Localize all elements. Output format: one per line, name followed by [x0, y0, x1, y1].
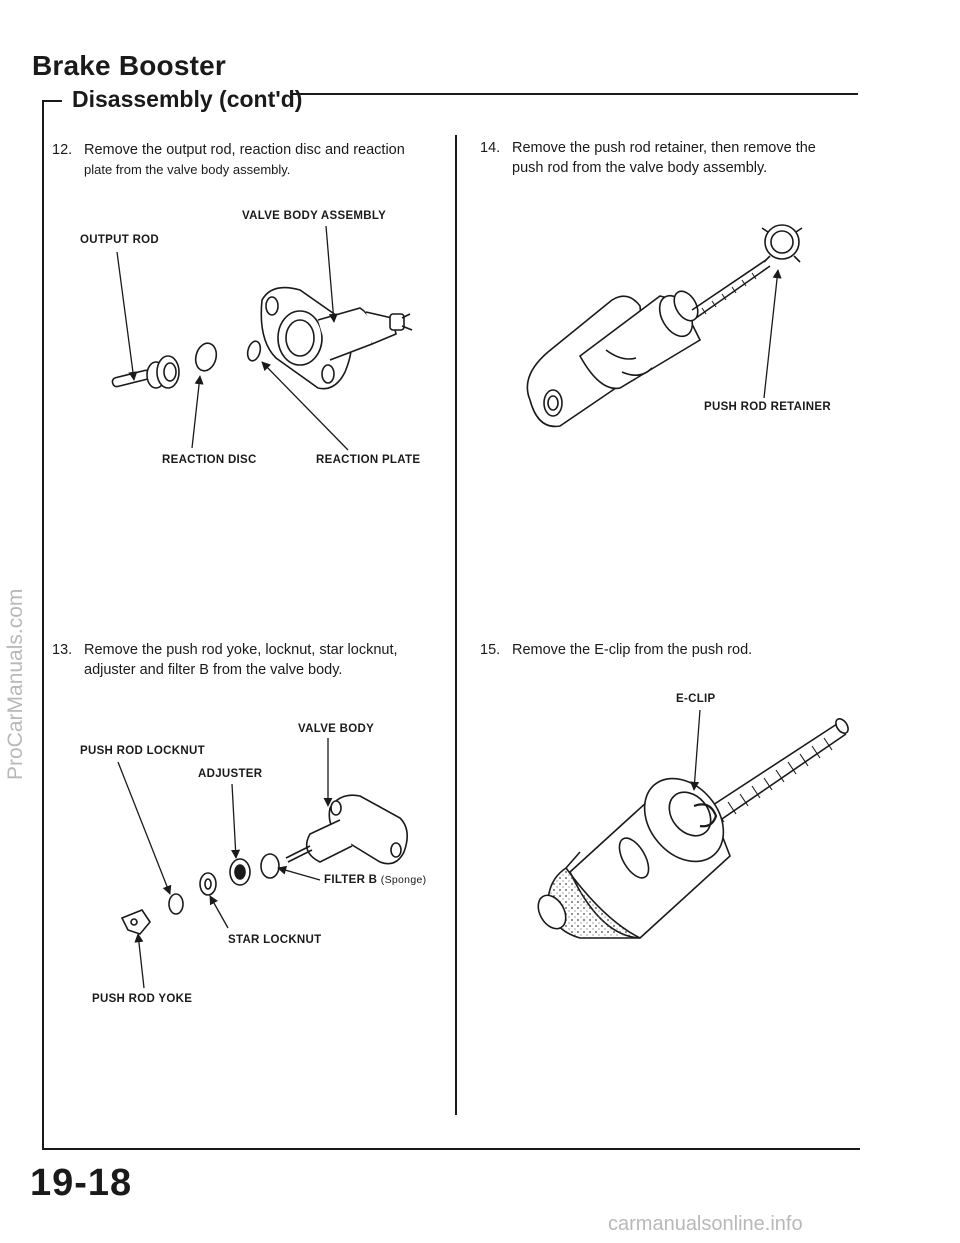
step-text-line-1: Remove the E-clip from the push rod.: [512, 642, 753, 658]
section-title: Brake Booster: [32, 50, 227, 81]
label-valve-body-assembly: VALVE BODY ASSEMBLY: [242, 210, 387, 222]
star-locknut-part: [199, 872, 217, 896]
header-rule-right: [290, 93, 858, 95]
figure-15-e-clip: [537, 709, 849, 939]
step-number: 12.: [52, 142, 73, 158]
push-rod-locknut-part: [168, 893, 184, 915]
reaction-plate-part: [246, 340, 262, 362]
step-number: 13.: [52, 642, 73, 658]
figure-13-push-rod-parts: [117, 738, 408, 989]
label-push-rod-yoke: PUSH ROD YOKE: [92, 993, 193, 1005]
valve-body-part: [285, 794, 408, 865]
label-reaction-disc: REACTION DISC: [162, 454, 257, 466]
label-valve-body: VALVE BODY: [298, 723, 375, 735]
step-text-line-1: Remove the push rod retainer, then remov…: [512, 140, 816, 156]
step-text-line-1: Remove the output rod, reaction disc and…: [84, 142, 405, 158]
adjuster-part: [229, 858, 251, 886]
filter-b-part: [260, 853, 280, 879]
label-push-rod-locknut: PUSH ROD LOCKNUT: [80, 745, 205, 757]
filter-b-text: FILTER B: [324, 874, 378, 886]
step-text-line-2: plate from the valve body assembly.: [84, 162, 291, 177]
section-subtitle: Disassembly (cont'd): [72, 86, 303, 112]
label-push-rod-retainer: PUSH ROD RETAINER: [704, 401, 831, 413]
label-e-clip: E-CLIP: [676, 693, 716, 705]
figure-12-valve-body-assembly: [111, 225, 413, 451]
push-rod-yoke-part: [120, 909, 151, 935]
step-text-line-2: adjuster and filter B from the valve bod…: [84, 662, 343, 678]
filter-b-note: (Sponge): [380, 874, 427, 886]
watermark-bottom: carmanualsonline.info: [608, 1213, 803, 1235]
e-clip-part: [693, 803, 718, 828]
valve-body-part: [260, 286, 413, 390]
step-text-line-1: Remove the push rod yoke, locknut, star …: [84, 642, 398, 658]
step-number: 15.: [480, 642, 501, 658]
step-text-line-2: push rod from the valve body assembly.: [512, 160, 768, 176]
page-number: 19-18: [30, 1162, 133, 1204]
header-rule-left: [42, 100, 62, 102]
label-filter-b: FILTER B (Sponge): [324, 874, 426, 886]
reaction-disc-part: [194, 342, 218, 372]
left-frame-line: [42, 100, 44, 1150]
push-rod-retainer-part: [761, 224, 803, 263]
label-star-locknut: STAR LOCKNUT: [228, 934, 322, 946]
label-adjuster: ADJUSTER: [198, 768, 263, 780]
bottom-frame-line: [42, 1148, 860, 1150]
output-rod-part: [111, 355, 180, 389]
figure-14-push-rod-retainer: [526, 224, 803, 428]
label-reaction-plate: REACTION PLATE: [316, 454, 421, 466]
watermark-side: ProCarManuals.com: [4, 588, 27, 780]
label-output-rod: OUTPUT ROD: [80, 234, 160, 246]
column-divider: [455, 135, 457, 1115]
step-number: 14.: [480, 140, 501, 156]
